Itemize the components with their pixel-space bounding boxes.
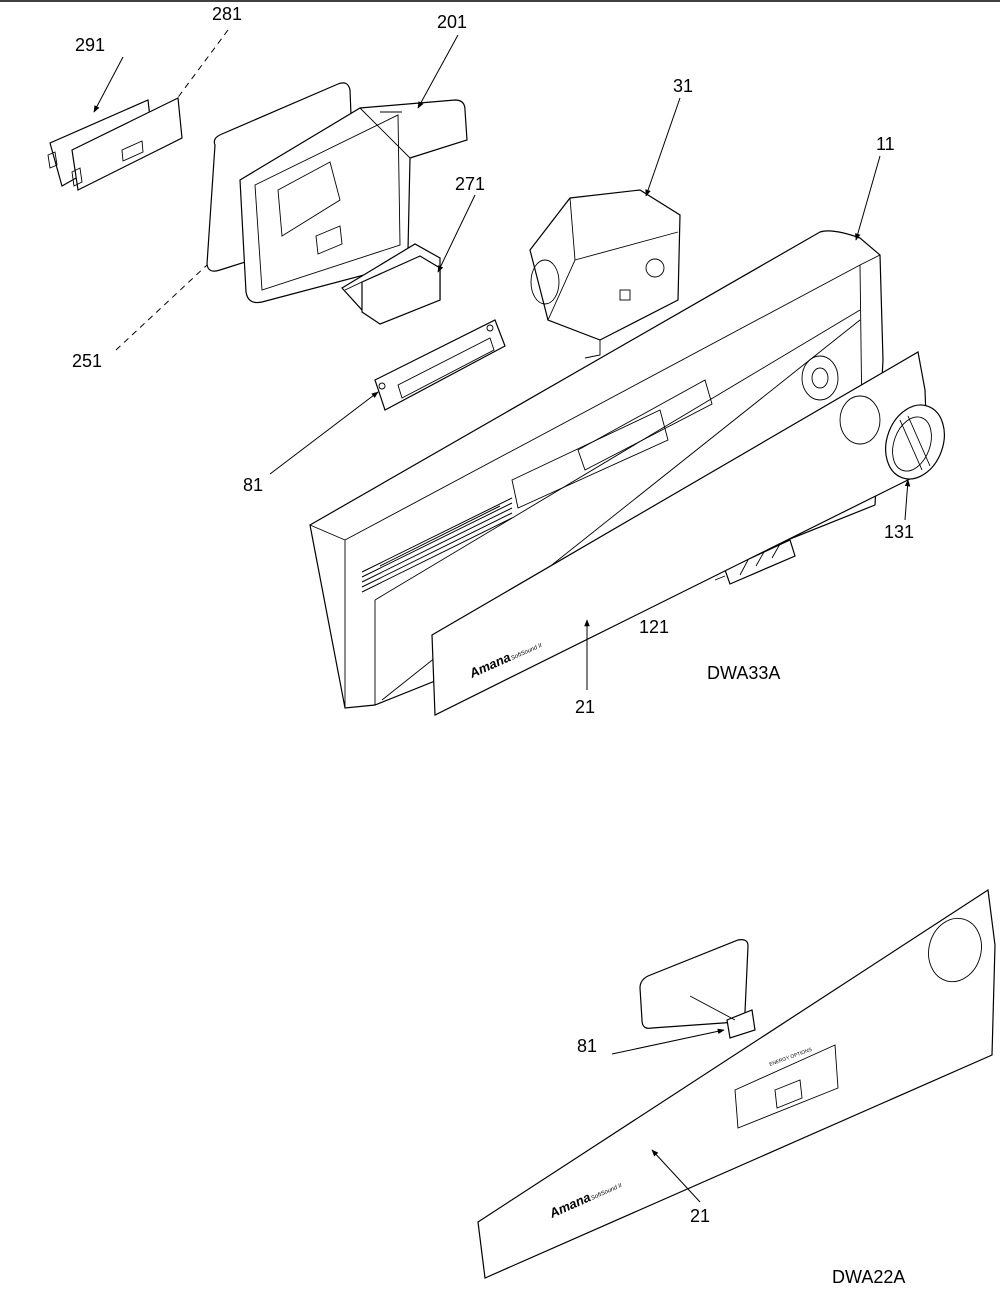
callout-201: 201 bbox=[437, 12, 467, 32]
callout-81-bottom: 81 bbox=[577, 1036, 597, 1056]
part-81-switch-strip bbox=[374, 319, 506, 411]
callout-21: 21 bbox=[575, 697, 595, 717]
part-271-switch bbox=[341, 243, 441, 325]
part-21-label: Amana SoftSound II bbox=[431, 351, 929, 716]
part-31-timer bbox=[529, 189, 681, 359]
callout-121: 121 bbox=[639, 617, 669, 637]
callout-81: 81 bbox=[243, 475, 263, 495]
callout-11: 11 bbox=[876, 134, 895, 154]
part-21-panel-bottom: ENERGY OPTIONS Amana SoftSound II bbox=[477, 888, 996, 1279]
part-81-rocker-bottom bbox=[639, 939, 756, 1039]
callout-271: 271 bbox=[455, 174, 485, 194]
part-281-plate bbox=[71, 97, 183, 191]
console-vents bbox=[361, 497, 513, 593]
assembly-dwa33a: ENERGY OPTIONS Amana SoftSound II bbox=[47, 4, 945, 717]
assembly-dwa22a: ENERGY OPTIONS Amana SoftSound II 81 21 … bbox=[477, 888, 996, 1287]
callout-281: 281 bbox=[212, 4, 242, 24]
model-code-dwa22a: DWA22A bbox=[832, 1267, 905, 1287]
part-131-knob bbox=[885, 404, 945, 480]
callout-31: 31 bbox=[673, 76, 693, 96]
callout-291: 291 bbox=[75, 35, 105, 55]
callout-21-bottom: 21 bbox=[690, 1206, 710, 1226]
callout-131: 131 bbox=[884, 522, 914, 542]
model-code-dwa33a: DWA33A bbox=[707, 663, 780, 683]
callout-251: 251 bbox=[72, 351, 102, 371]
